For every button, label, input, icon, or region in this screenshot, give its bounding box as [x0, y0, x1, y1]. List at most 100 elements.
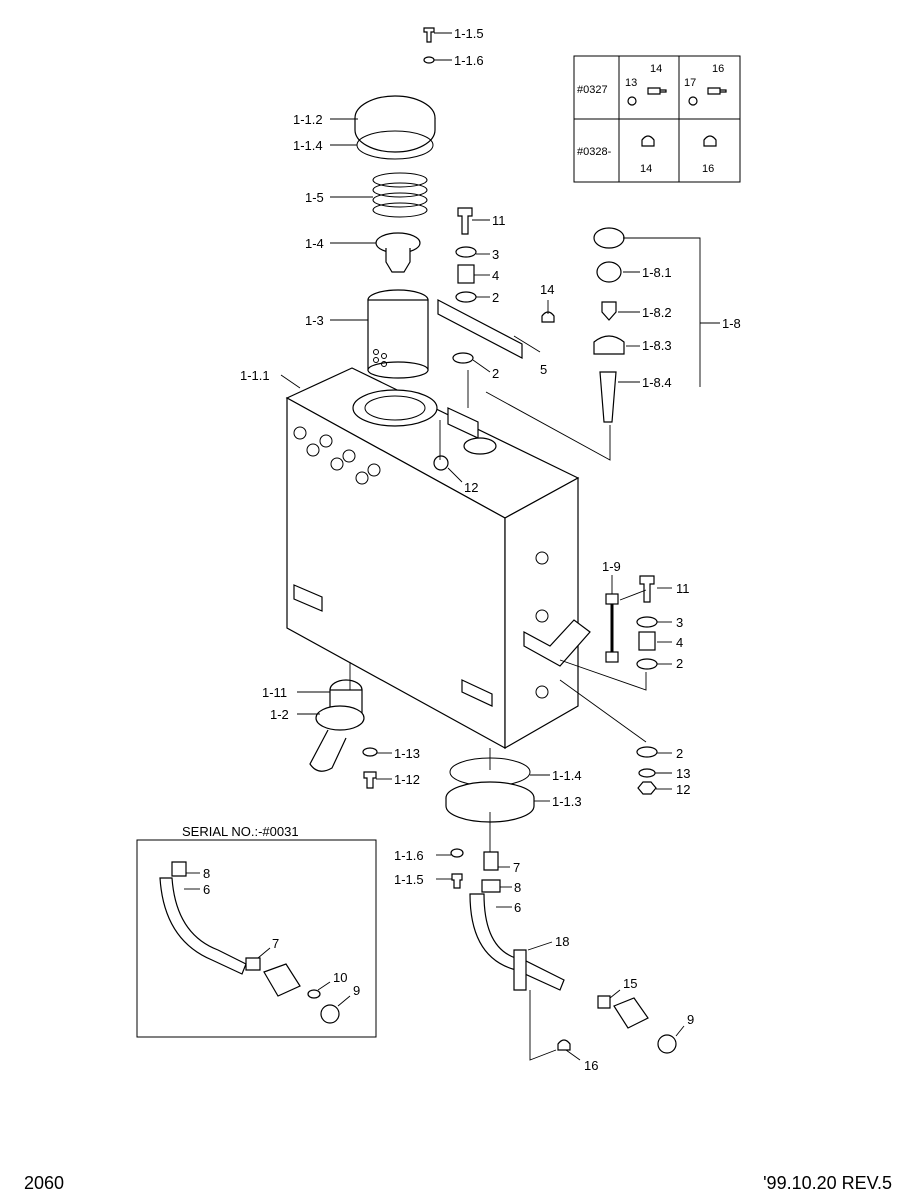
oring-10-box-icon: [307, 989, 321, 999]
washer-1-1-6-low-icon: [450, 848, 464, 858]
leader-lines: [184, 32, 720, 1061]
label-1-12: 1-12: [394, 772, 420, 787]
label-9-main: 9: [687, 1012, 694, 1027]
bracket-5-icon: [437, 299, 523, 359]
serial-table: #0327 #0328- 13 14 17 16 14 16: [573, 55, 741, 183]
bolt-clip-14-icon: [641, 135, 655, 147]
label-2-side: 2: [676, 656, 683, 671]
label-7-main: 7: [513, 860, 520, 875]
washer-3-side-icon: [636, 616, 658, 628]
washer-2-top-icon: [455, 291, 477, 303]
serial-cell-17: 17: [684, 77, 696, 89]
washer-1-1-6-icon: [423, 56, 435, 64]
breather-cap-icon: [593, 227, 625, 249]
tank-body-1-1-1: [285, 367, 619, 750]
main-hose-assembly: [469, 851, 677, 1054]
bracket-bolt-stack: [437, 207, 555, 364]
side-bolt-stack: [636, 575, 658, 795]
plug-9-box-icon: [320, 1004, 340, 1024]
clamp-18-icon: [513, 949, 527, 991]
label-1-1-4-low: 1-1.4: [552, 768, 582, 783]
label-3-top: 3: [492, 247, 499, 262]
bottom-cover-assembly: [445, 757, 535, 889]
label-8-box: 8: [203, 866, 210, 881]
label-1-1-3: 1-1.3: [552, 794, 582, 809]
revision-stamp: '99.10.20 REV.5: [763, 1173, 892, 1193]
serial-cell-16b: 16: [702, 163, 714, 175]
breather-1-8-1-icon: [596, 261, 622, 283]
washer-2-side-icon: [636, 658, 658, 670]
label-10-box: 10: [333, 970, 347, 985]
adapter-box-icon: [263, 963, 301, 997]
fitting-7-box-icon: [245, 957, 261, 971]
bolt-11-side-icon: [639, 575, 655, 603]
label-1-1-6-low: 1-1.6: [394, 848, 424, 863]
serial-box-title: SERIAL NO.:-#0031: [182, 824, 299, 839]
label-5: 5: [540, 362, 547, 377]
washer-17-icon: [688, 96, 698, 106]
label-1-4: 1-4: [305, 236, 324, 251]
bolt-1-1-5-low-icon: [451, 873, 463, 889]
washer-3-top-icon: [455, 246, 477, 258]
label-9-box: 9: [353, 983, 360, 998]
label-1-1-2: 1-1.2: [293, 112, 323, 127]
label-2-mid: 2: [492, 366, 499, 381]
nut-8-main-icon: [481, 879, 501, 893]
label-15: 15: [623, 976, 637, 991]
washer-1-13-icon: [362, 747, 378, 757]
label-1-1-4-top: 1-1.4: [293, 138, 323, 153]
bolt-1-12-icon: [363, 771, 377, 789]
spacer-4-top-icon: [457, 264, 475, 284]
spacer-4-side-icon: [638, 631, 656, 651]
breather-assembly-1-8: [593, 227, 701, 423]
bolt-1-1-5-icon: [423, 27, 435, 43]
label-12-low: 12: [676, 782, 690, 797]
label-12-mid: 12: [464, 480, 478, 495]
bolt-16-icon: [707, 87, 727, 95]
label-1-9: 1-9: [602, 559, 621, 574]
bolt-14-mid-icon: [541, 311, 555, 323]
nut-8-box-icon: [171, 861, 187, 877]
serial-cell-13: 13: [625, 77, 637, 89]
label-1-11: 1-11: [262, 685, 287, 700]
label-4-top: 4: [492, 268, 499, 283]
label-2-top: 2: [492, 290, 499, 305]
washer-13-icon: [627, 96, 637, 106]
label-1-13: 1-13: [394, 746, 420, 761]
label-1-8: 1-8: [722, 316, 741, 331]
label-3-side: 3: [676, 615, 683, 630]
breather-1-8-2-icon: [601, 301, 617, 321]
serial-cell-14b: 14: [640, 163, 652, 175]
spring-1-5-icon: [372, 172, 428, 218]
label-1-8-3: 1-8.3: [642, 338, 672, 353]
label-1-3: 1-3: [305, 313, 324, 328]
nut-12-low-icon: [637, 781, 657, 795]
label-7-box: 7: [272, 936, 279, 951]
breather-1-8-3-icon: [593, 335, 625, 355]
label-11-top: 11: [492, 213, 506, 228]
strainer-1-3-icon: [367, 289, 429, 379]
washer-2-mid-icon: [452, 352, 474, 364]
label-1-1-5-top: 1-1.5: [454, 26, 484, 41]
serial-box: SERIAL NO.:-#0031: [136, 824, 377, 1038]
label-18: 18: [555, 934, 569, 949]
label-16-low: 16: [584, 1058, 598, 1073]
label-1-1-6-top: 1-1.6: [454, 53, 484, 68]
label-4-side: 4: [676, 635, 683, 650]
label-11-side: 11: [676, 581, 690, 596]
serial-row2-label: #0328-: [577, 146, 612, 158]
serial-row1-label: #0327: [577, 84, 608, 96]
bolt-14-icon: [647, 87, 667, 95]
breather-1-8-4-icon: [599, 371, 617, 423]
page-number: 2060: [24, 1173, 65, 1193]
label-1-1-5-low: 1-1.5: [394, 872, 424, 887]
label-1-8-2: 1-8.2: [642, 305, 672, 320]
callout-labels: 1-1.5 1-1.6 1-1.2 1-1.4 1-5 1-4 1-3 1-1.…: [203, 26, 741, 1073]
fitting-7-main-icon: [483, 851, 499, 871]
washer-13-low-icon: [638, 768, 656, 778]
plug-9-main-icon: [657, 1034, 677, 1054]
suction-pipe-assembly: [309, 679, 378, 789]
label-1-8-1: 1-8.1: [642, 265, 672, 280]
label-1-2: 1-2: [270, 707, 289, 722]
